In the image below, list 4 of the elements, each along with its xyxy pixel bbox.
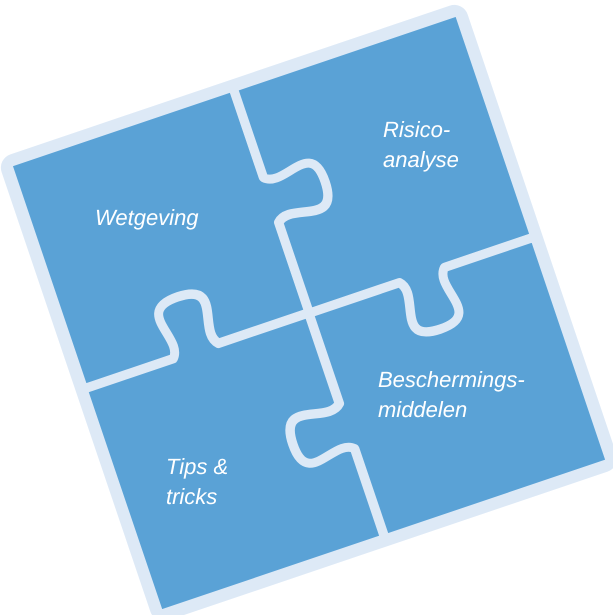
- piece-label: Beschermings-middelen: [378, 366, 526, 424]
- piece-label: Wetgeving: [95, 204, 200, 232]
- piece-label: Tips & tricks: [166, 452, 230, 511]
- piece-label: Risico-analyse: [382, 116, 460, 174]
